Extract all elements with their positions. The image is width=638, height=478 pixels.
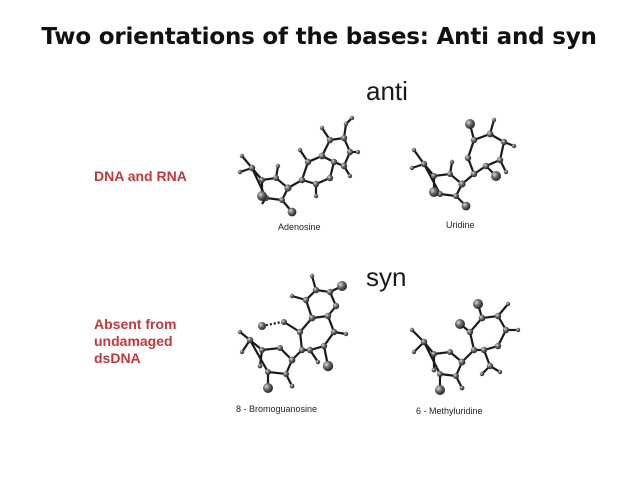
bromoguanosine-caption: 8 - Bromoguanosine [236,404,318,414]
anti-label: anti [366,76,408,106]
uridine-molecule [411,119,515,207]
adenosine-caption: Adenosine [278,222,321,232]
uridine-atoms [409,117,517,211]
anti-note-line: DNA and RNA [94,168,187,184]
bromoguanosine-atoms [237,273,349,393]
syn-note-line: dsDNA [94,350,141,366]
syn-note: Absent from undamaged dsDNA [94,316,176,367]
methyluridine-molecule [411,303,518,390]
syn-note-line: undamaged [94,333,173,349]
syn-label: syn [366,262,407,292]
anti-note: DNA and RNA [94,168,187,185]
methyluridine-atoms [409,299,521,395]
adenosine-atoms [237,115,361,217]
uridine-caption: Uridine [446,220,475,230]
slide-title: Two orientations of the bases: Anti and … [41,24,597,50]
syn-note-line: Absent from [94,316,177,332]
methyluridine-caption: 6 - Methyluridine [416,406,483,416]
